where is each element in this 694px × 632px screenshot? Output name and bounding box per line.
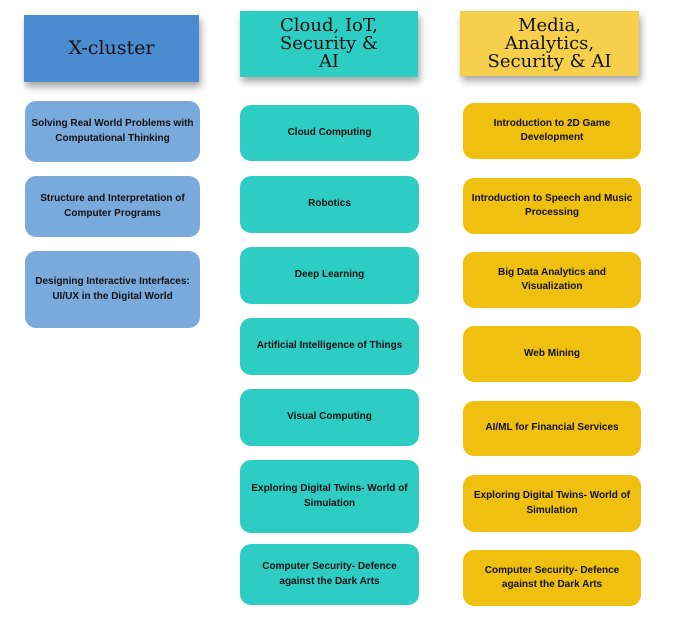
course-card: Big Data Analytics and Visualization: [463, 252, 641, 308]
course-card: Artificial Intelligence of Things: [240, 318, 419, 375]
course-card: Exploring Digital Twins- World of Simula…: [240, 460, 419, 533]
column-header-cloud-iot-security-ai: Cloud, IoT, Security & AI: [240, 11, 418, 77]
column-header-x-cluster: X-cluster: [24, 15, 199, 82]
course-card: Structure and Interpretation of Computer…: [25, 176, 200, 237]
course-card: Visual Computing: [240, 389, 419, 446]
course-card: Computer Security- Defence against the D…: [463, 550, 641, 606]
course-card: AI/ML for Financial Services: [463, 401, 641, 456]
course-card: Cloud Computing: [240, 105, 419, 161]
course-card: Introduction to 2D Game Development: [463, 103, 641, 159]
course-card: Introduction to Speech and Music Process…: [463, 178, 641, 234]
course-card: Designing Interactive Interfaces: UI/UX …: [25, 251, 200, 328]
course-card: Robotics: [240, 176, 419, 233]
column-header-media-analytics-security-ai: Media, Analytics, Security & AI: [460, 11, 639, 76]
course-card: Web Mining: [463, 326, 641, 382]
course-card: Exploring Digital Twins- World of Simula…: [463, 475, 641, 532]
course-card: Solving Real World Problems with Computa…: [25, 101, 200, 162]
course-card: Deep Learning: [240, 247, 419, 304]
course-card: Computer Security- Defence against the D…: [240, 544, 419, 605]
